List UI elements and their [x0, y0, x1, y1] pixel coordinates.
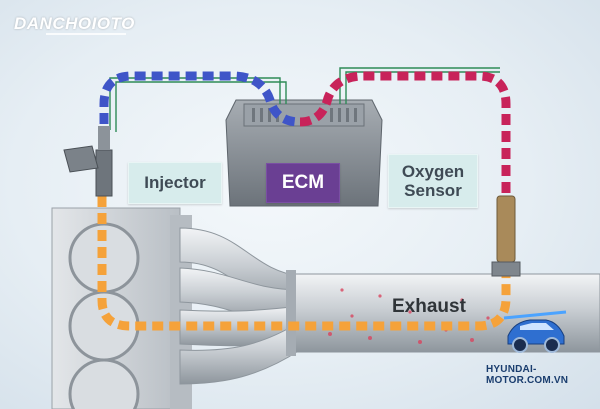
fuel-injector [63, 126, 113, 197]
oxygen-sensor-label: Oxygen Sensor [388, 154, 478, 208]
ecm-label: ECM [266, 163, 340, 203]
exhaust-flow-path [97, 196, 511, 331]
engine-block [51, 207, 192, 409]
oxygen-sensor [491, 195, 521, 277]
intake-signal-path [99, 71, 301, 192]
sensor-signal-path [299, 71, 511, 196]
exhaust-label: Exhaust [392, 296, 466, 317]
cylinder-bore [68, 358, 140, 409]
watermark-text: HYUNDAI-MOTOR.COM.VN [486, 364, 569, 386]
watermark-car-icon [503, 310, 567, 353]
logo-underline [46, 33, 126, 35]
injector-label: Injector [128, 162, 222, 204]
brand-logo: DANCHOIOTO [14, 14, 135, 33]
exhaust-manifold [179, 227, 301, 385]
